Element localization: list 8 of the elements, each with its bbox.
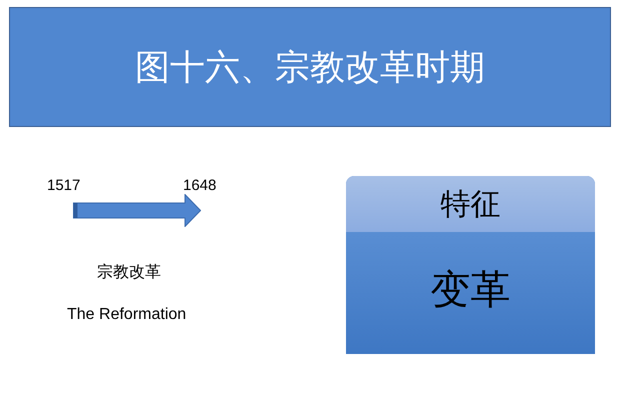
card-text: 变革 bbox=[430, 266, 512, 314]
period-name: 宗教改革 bbox=[97, 262, 161, 282]
title-banner: 图十六、宗教改革时期 bbox=[9, 7, 611, 127]
card-header: 特征 bbox=[346, 176, 595, 232]
period-name: The Reformation bbox=[67, 305, 186, 324]
year-label: 1517 bbox=[47, 177, 80, 195]
feature-card bbox=[346, 176, 595, 354]
year-label: 1648 bbox=[183, 177, 216, 195]
